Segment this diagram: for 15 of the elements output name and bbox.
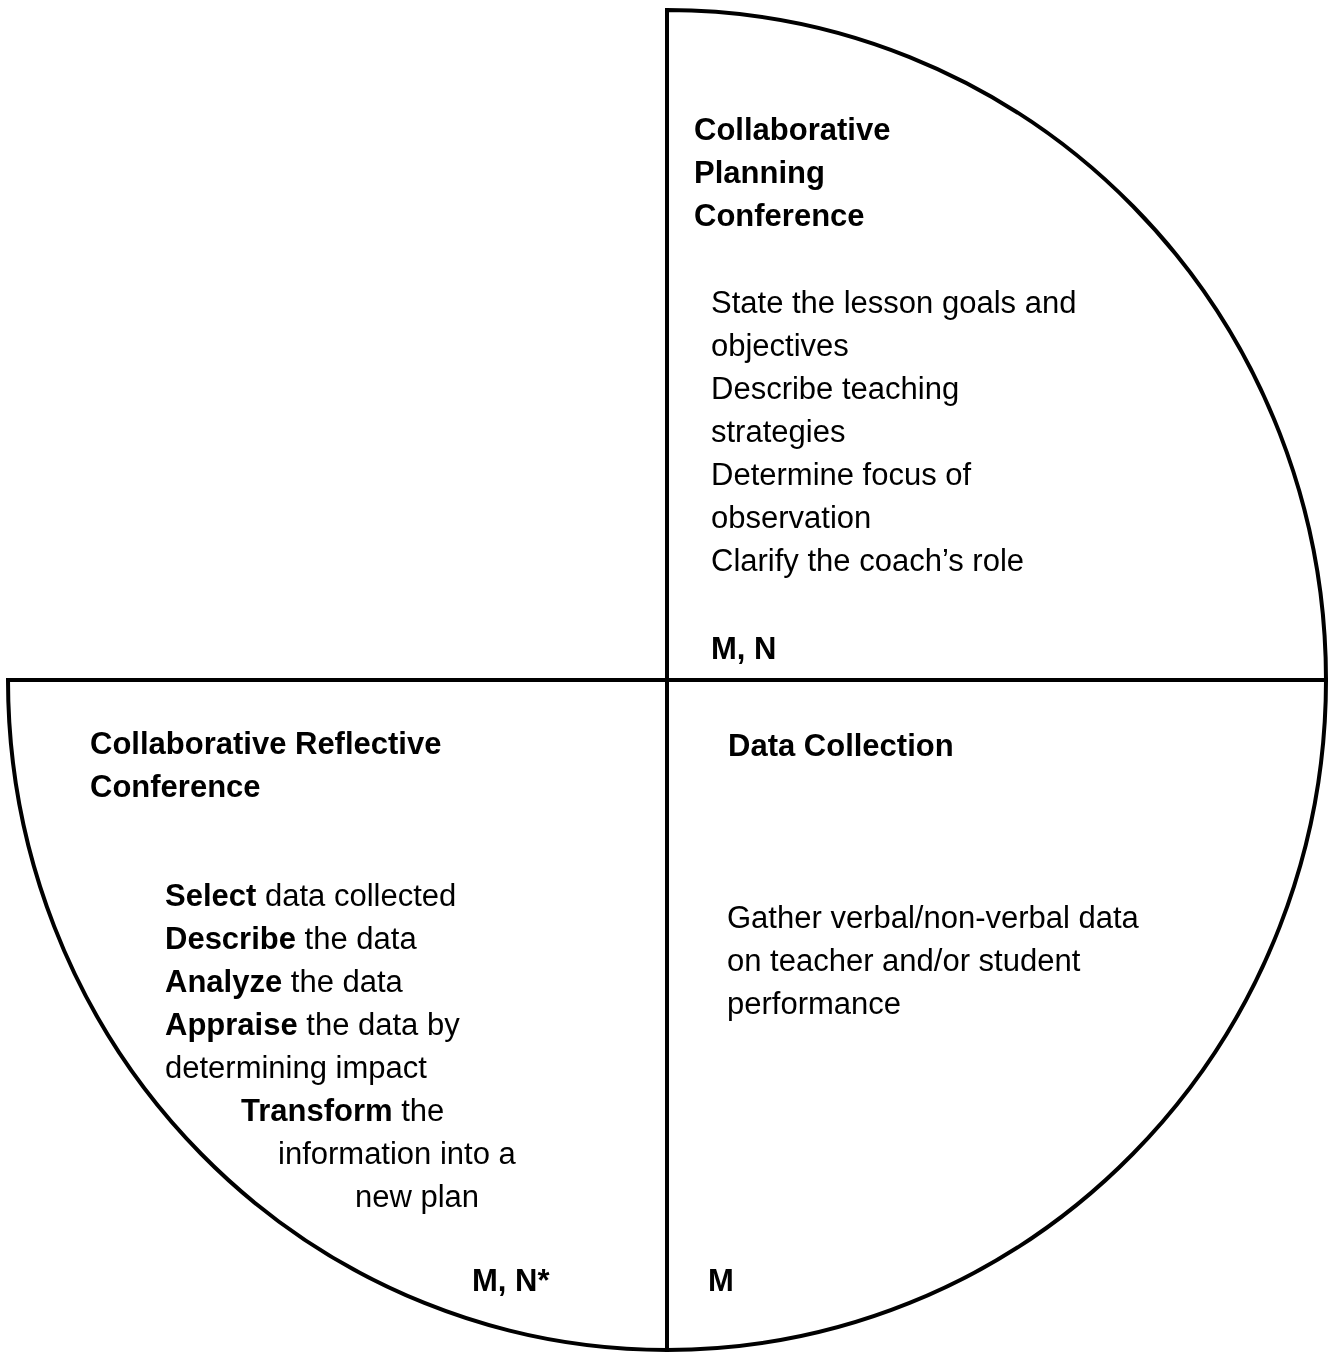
step-text: Describe teaching strategies	[711, 370, 961, 451]
step-text: Select data collected	[165, 877, 458, 915]
step-text: Clarify the coach’s role	[711, 542, 1025, 580]
step-text: Transform the information into a new plan	[240, 1092, 517, 1216]
step-text: Analyze the data	[165, 963, 404, 1001]
section-heading: Collaborative Reflective Conference	[90, 725, 443, 806]
step-text: State the lesson goals and objectives	[711, 284, 1078, 365]
participant-code: M	[708, 1262, 735, 1300]
section-heading: Collaborative Planning Conference	[694, 111, 892, 235]
step-text: Gather verbal/non-verbal data on teacher and/or student performance	[727, 899, 1140, 1023]
section-heading: Data Collection	[728, 727, 955, 765]
participant-code: M, N	[711, 630, 778, 668]
participant-code: M, N*	[472, 1262, 551, 1300]
step-text: Describe the data	[165, 920, 418, 958]
step-text: Determine focus of observation	[711, 456, 973, 537]
